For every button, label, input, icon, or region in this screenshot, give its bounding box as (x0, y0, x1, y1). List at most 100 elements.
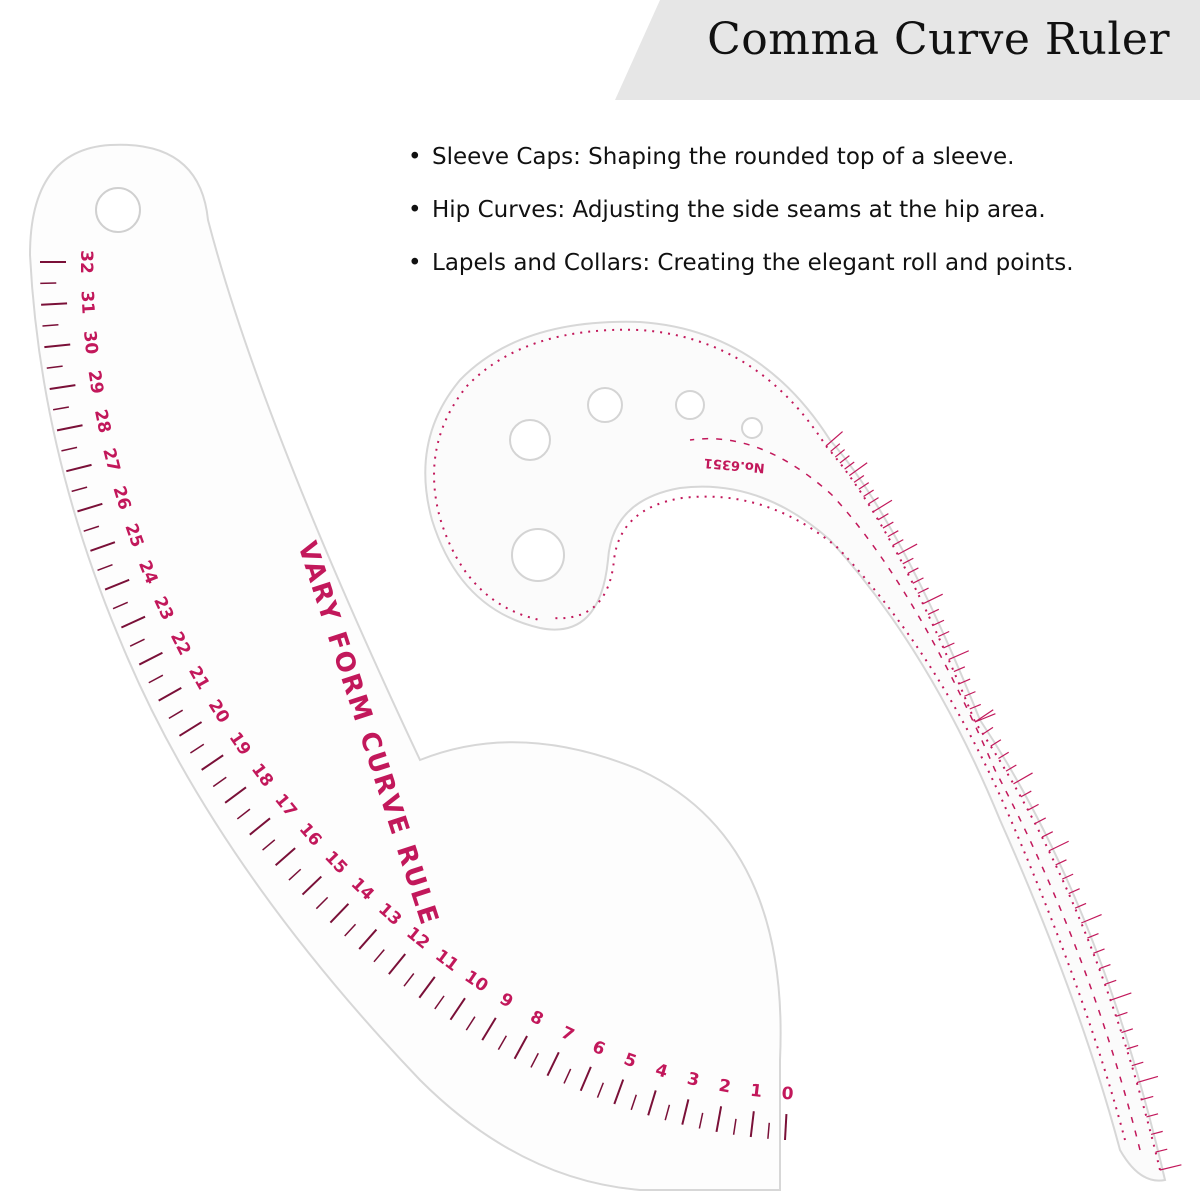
small-scale-tick (897, 543, 918, 556)
small-scale-tick (907, 567, 919, 574)
small-scale-tick (1104, 979, 1117, 985)
small-scale-tick (882, 521, 894, 529)
scale-tick (513, 1035, 528, 1060)
scale-tick (373, 949, 385, 963)
scale-tick (274, 847, 296, 867)
small-scale-tick (998, 751, 1010, 760)
scale-number: 0 (781, 1084, 794, 1105)
small-scale-tick (1150, 1130, 1163, 1135)
scale-tick (46, 365, 63, 369)
scale-tick (301, 875, 322, 896)
scale-tick (647, 1090, 657, 1116)
small-scale-tick (948, 650, 970, 661)
small-scale-tick (887, 530, 899, 538)
scale-number: 3 (685, 1069, 701, 1091)
scale-tick (77, 502, 103, 513)
large-ruler-ticks (40, 261, 788, 1141)
title-banner: Comma Curve Ruler (0, 0, 1200, 100)
small-scale-tick (872, 499, 893, 513)
small-scale-tick (1055, 859, 1067, 866)
scale-tick (418, 976, 436, 999)
small-scale-tick (1074, 902, 1087, 909)
small-scale-tick (964, 691, 976, 697)
feature-item: •Sleeve Caps: Shaping the rounded top of… (408, 140, 1074, 193)
scale-number: 30 (79, 330, 101, 356)
scale-tick (168, 709, 184, 720)
french-curve-ruler: No.6351 (424, 320, 1182, 1182)
feature-text: Lapels and Collars: Creating the elegant… (432, 250, 1074, 276)
small-scale-tick (1155, 1148, 1168, 1153)
small-scale-tick (1068, 888, 1080, 895)
scale-tick (262, 839, 276, 851)
small-scale-tick (990, 739, 1002, 747)
small-scale-tick (868, 497, 879, 505)
small-scale-tick (848, 462, 868, 477)
scale-tick (71, 486, 88, 493)
scale-tick (579, 1066, 592, 1092)
scale-tick (49, 384, 76, 391)
small-scale-tick (1121, 1028, 1134, 1034)
small-scale-tick (1048, 840, 1069, 852)
scale-tick (97, 563, 113, 572)
small-scale-tick (1146, 1113, 1159, 1118)
small-scale-tick (953, 666, 966, 673)
scale-tick (212, 776, 227, 788)
scale-tick (767, 1122, 771, 1139)
scale-tick (749, 1111, 755, 1138)
scale-tick (90, 541, 116, 552)
small-scale-tick (877, 513, 889, 521)
scale-tick (120, 615, 146, 629)
scale-tick (546, 1051, 560, 1077)
scale-tick (449, 997, 466, 1021)
scale-number: 2 (717, 1076, 732, 1098)
scale-tick (465, 1016, 476, 1031)
template-hole (509, 419, 551, 461)
scale-tick (784, 1113, 788, 1141)
scale-tick (148, 674, 164, 684)
banner-shape (615, 0, 1200, 100)
scale-tick (732, 1118, 737, 1135)
model-imprint: No.6351 (703, 455, 765, 475)
template-hole (741, 417, 763, 439)
small-scale-tick (1136, 1075, 1159, 1084)
small-scale-tick (938, 630, 950, 638)
scale-tick (224, 786, 247, 804)
small-ruler-body (424, 320, 1167, 1182)
feature-item: • Lapels and Collars: Creating the elegan… (408, 246, 1074, 299)
scale-tick (112, 601, 129, 610)
page-title: Comma Curve Ruler (707, 14, 1170, 65)
scale-tick (52, 406, 70, 411)
small-scale-tick (974, 709, 994, 723)
scale-tick (698, 1112, 704, 1129)
scale-tick (664, 1104, 671, 1121)
scale-tick (613, 1079, 625, 1105)
feature-item: •Hip Curves: Adjusting the side seams at… (408, 193, 1074, 246)
bullet-icon: • (408, 250, 422, 276)
small-scale-tick (858, 482, 870, 490)
large-ruler-body (28, 143, 782, 1191)
small-scale-tick (844, 461, 855, 470)
small-scale-tick (1061, 873, 1074, 880)
scale-tick (329, 903, 350, 924)
small-scale-tick (853, 474, 865, 483)
small-scale-tick (892, 539, 904, 546)
template-hole (587, 387, 623, 423)
small-scale-tick (839, 455, 850, 464)
scale-number: 31 (76, 290, 97, 315)
small-scale-tick (974, 713, 996, 723)
small-scale-tick (912, 577, 924, 584)
small-scale-tick (927, 608, 940, 615)
scale-tick (481, 1017, 497, 1041)
scale-tick (388, 953, 407, 975)
scale-tick (358, 928, 378, 950)
scale-tick (66, 463, 92, 473)
small-ruler-mid-scale (689, 437, 1141, 1151)
scale-tick (288, 868, 302, 881)
small-scale-tick (1020, 790, 1032, 798)
small-scale-tick (1141, 1095, 1154, 1101)
small-scale-tick (1013, 772, 1033, 785)
small-scale-tick (1131, 1061, 1144, 1067)
small-scale-tick (825, 431, 843, 447)
small-scale-tick (932, 619, 945, 626)
